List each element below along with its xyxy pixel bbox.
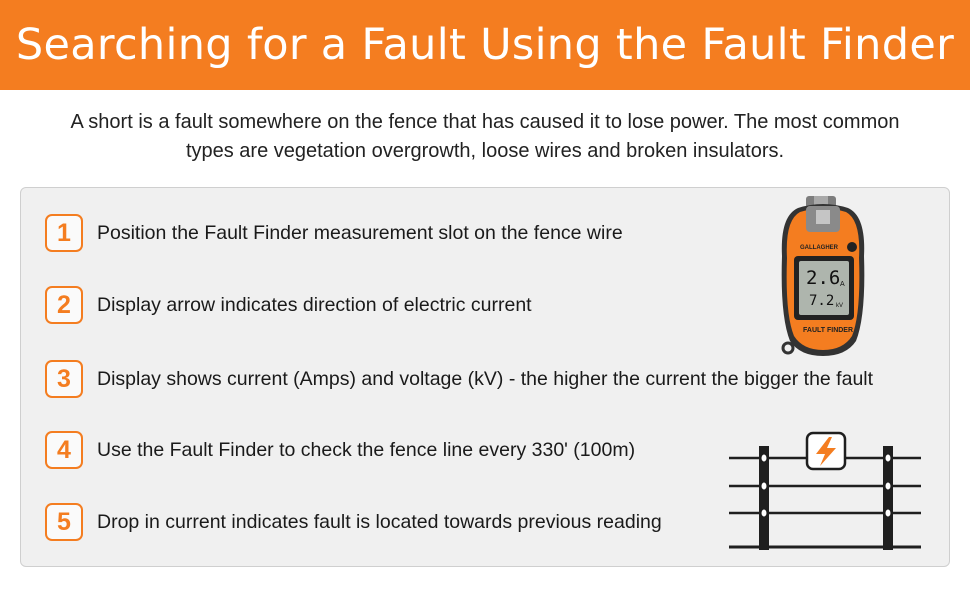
electric-fence-icon [725,428,925,558]
device-voltage-reading: 7.2 [809,293,834,309]
intro-text: A short is a fault somewhere on the fenc… [30,108,940,166]
fault-finder-device-svg: GALLAGHER 2.6 A 7.2 kV FAULT FINDER [781,196,865,356]
device-brand: GALLAGHER [800,245,839,251]
step-5: 5 Drop in current indicates fault is loc… [45,503,662,541]
fault-finder-device-icon: GALLAGHER 2.6 A 7.2 kV FAULT FINDER [776,196,871,369]
step-text: Display shows current (Amps) and voltage… [97,367,874,390]
device-current-reading: 2.6 [806,267,840,289]
step-text: Position the Fault Finder measurement sl… [97,221,623,244]
step-text: Drop in current indicates fault is locat… [97,510,662,533]
step-1: 1 Position the Fault Finder measurement … [45,214,623,252]
step-text: Use the Fault Finder to check the fence … [97,438,636,461]
step-number: 1 [45,214,83,252]
intro-line-1: A short is a fault somewhere on the fenc… [70,111,900,133]
step-4: 4 Use the Fault Finder to check the fenc… [45,431,635,469]
steps-panel: 1 Position the Fault Finder measurement … [20,187,950,567]
step-2: 2 Display arrow indicates direction of e… [45,286,532,324]
step-3: 3 Display shows current (Amps) and volta… [45,360,873,398]
step-text: Display arrow indicates direction of ele… [97,293,532,316]
lightning-bolt-icon [805,431,847,471]
page-title: Searching for a Fault Using the Fault Fi… [15,20,955,70]
step-number: 2 [45,286,83,324]
intro-line-2: types are vegetation overgrowth, loose w… [185,140,785,162]
step-number: 4 [45,431,83,469]
step-number: 5 [45,503,83,541]
fence-svg [729,431,921,550]
header-banner: Searching for a Fault Using the Fault Fi… [0,0,970,90]
step-number: 3 [45,360,83,398]
device-voltage-unit: kV [836,303,843,309]
device-current-unit: A [840,281,845,288]
device-label: FAULT FINDER [803,327,853,334]
